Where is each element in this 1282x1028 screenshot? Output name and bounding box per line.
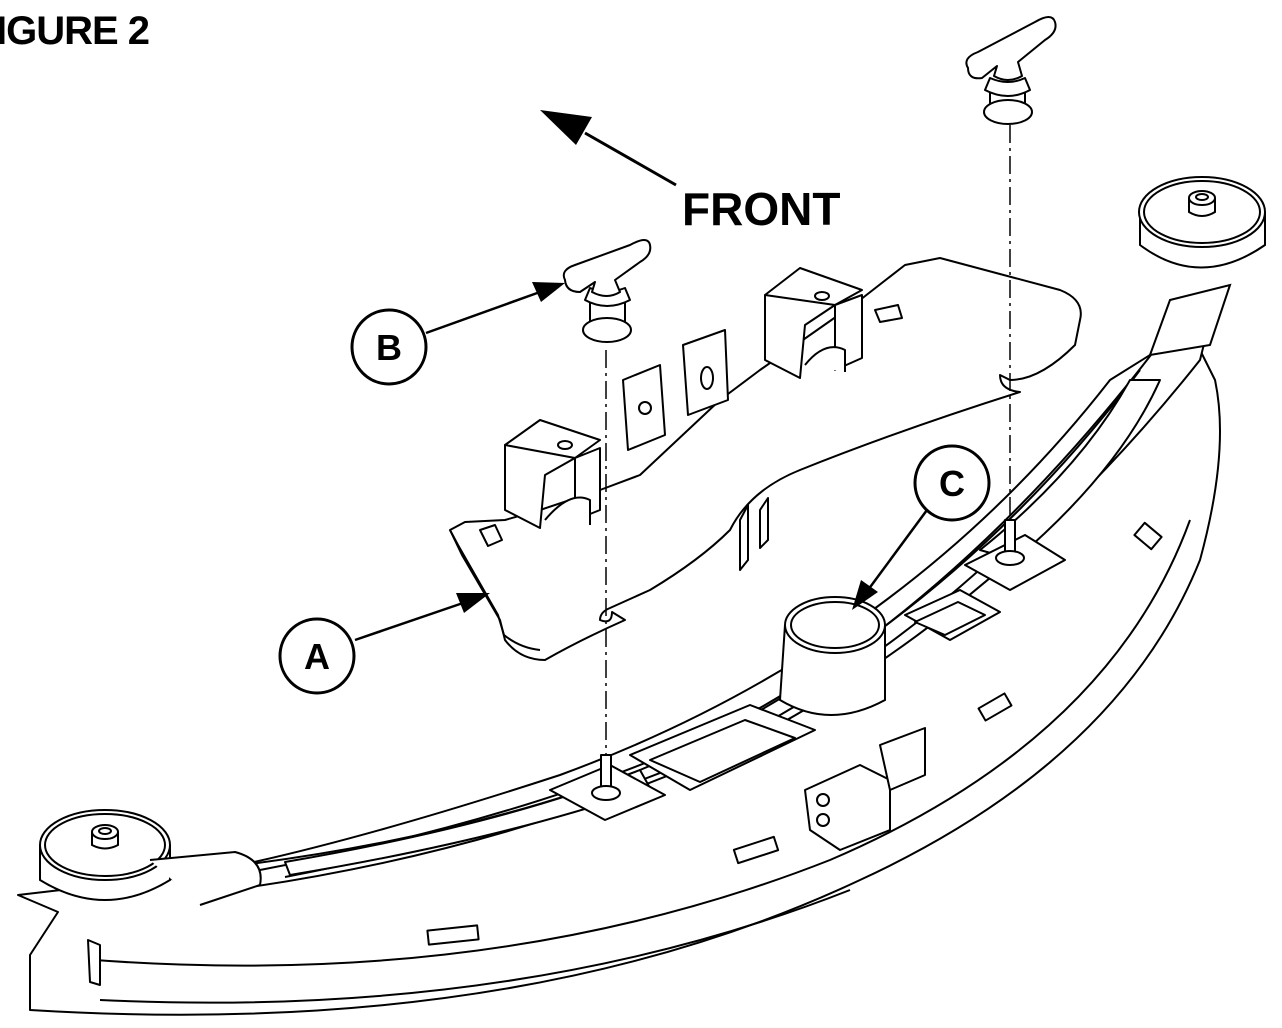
callout-a-letter: A <box>304 636 330 677</box>
callout-b-letter: B <box>376 327 402 368</box>
left-wheel <box>39 809 262 906</box>
t-knob-left <box>562 239 652 343</box>
arrow-icon <box>540 110 592 145</box>
bumper-post <box>778 596 886 716</box>
front-direction-arrow <box>540 110 677 187</box>
callout-c: C <box>852 444 991 610</box>
front-label: FRONT <box>682 183 840 235</box>
callout-c-letter: C <box>939 463 965 504</box>
t-knob-right <box>965 16 1057 125</box>
t-knob-icon <box>562 239 652 297</box>
callout-b: B <box>350 282 565 386</box>
right-wheel <box>1138 176 1266 357</box>
squeegee-frame <box>17 299 1221 1016</box>
callout-a: A <box>278 593 490 695</box>
figure-title: IGURE 2 <box>0 9 149 53</box>
mounting-bracket <box>449 257 1082 661</box>
